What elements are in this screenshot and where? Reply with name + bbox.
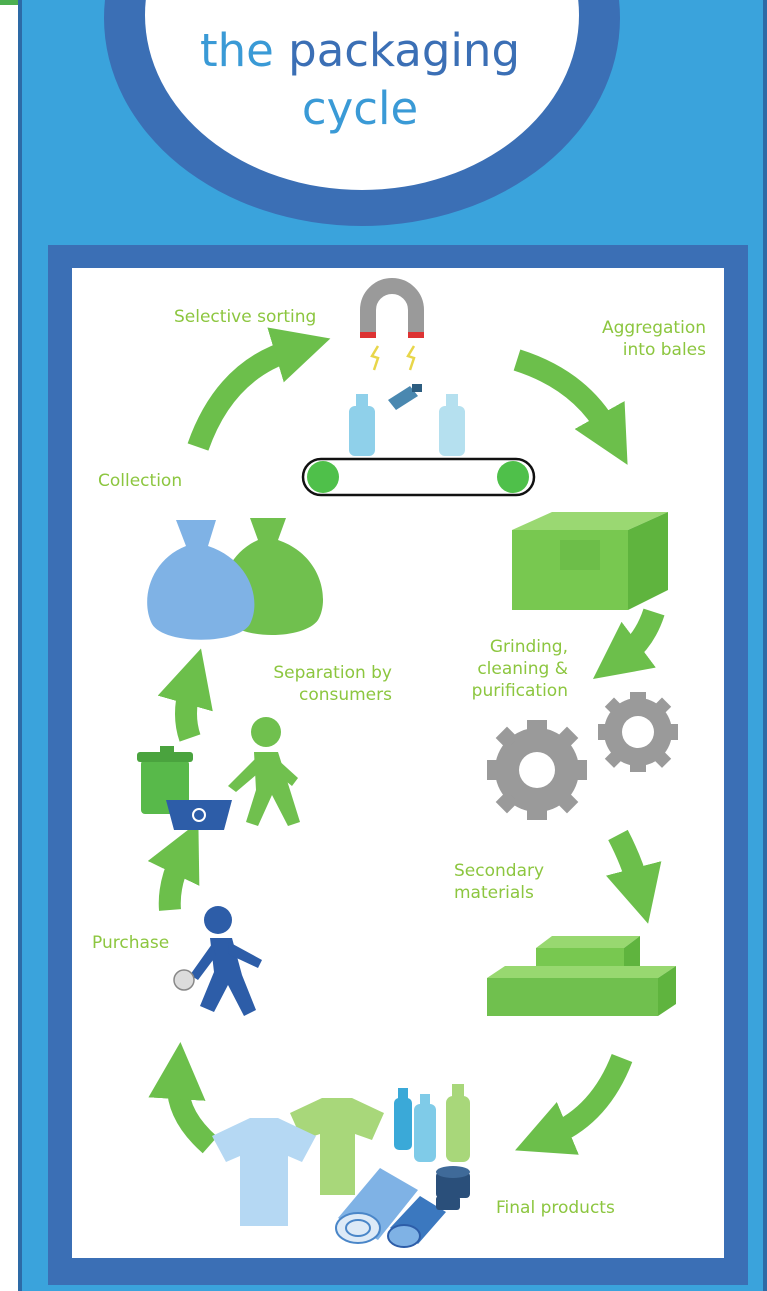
arrow-icon — [515, 1053, 633, 1155]
step-label-aggregation-line2: into bales — [622, 340, 706, 360]
step-label-secondary-line1: Secondary — [454, 861, 545, 881]
step-label-grinding-line1: Grinding, — [489, 637, 568, 657]
person-icon — [228, 717, 300, 826]
step-label-aggregation: Aggregation into bales — [560, 317, 706, 361]
gear-icon — [598, 692, 678, 772]
arrow-icon — [513, 349, 628, 465]
bottle-icon — [414, 1094, 436, 1162]
arrow-icon — [605, 829, 662, 924]
step-label-separation: Separation by consumers — [242, 662, 392, 706]
arrow-icon — [592, 608, 665, 680]
roll-icon — [387, 1196, 446, 1248]
arrow-icon — [157, 648, 213, 742]
tshirt-icon — [290, 1098, 384, 1195]
magnet-icon — [360, 278, 424, 371]
bottle-icon — [388, 384, 422, 410]
bottle-icon — [446, 1084, 470, 1162]
arrow-icon — [148, 1042, 218, 1154]
step-label-grinding-line2: cleaning & — [477, 659, 568, 679]
step-label-separation-line2: consumers — [298, 685, 392, 705]
step-label-purchase: Purchase — [92, 933, 170, 953]
title-word-the: the — [199, 24, 274, 77]
bale-icon — [512, 512, 668, 610]
step-label-aggregation-line1: Aggregation — [601, 318, 706, 338]
gear-icon — [487, 720, 587, 820]
right-edge — [763, 0, 767, 1291]
title-word-packaging: packaging — [288, 24, 521, 77]
step-label-secondary-line2: materials — [454, 883, 534, 903]
conveyor-belt-icon — [301, 457, 536, 497]
step-label-grinding-line3: purification — [471, 681, 568, 701]
arrow-icon — [147, 821, 200, 911]
step-label-secondary-materials: Secondary materials — [454, 860, 544, 904]
step-label-grinding: Grinding, cleaning & purification — [450, 636, 568, 702]
roll-icon — [436, 1166, 470, 1210]
bottle-icon — [349, 394, 375, 456]
left-edge — [18, 0, 22, 1291]
step-label-final-products: Final products — [496, 1198, 615, 1218]
title-word-cycle: cycle — [301, 82, 419, 135]
page-title: the packaging cycle — [180, 22, 540, 138]
block-icon — [487, 966, 676, 1016]
bin-icon — [166, 800, 232, 830]
person-icon — [173, 906, 262, 1016]
step-label-collection: Collection — [98, 471, 183, 491]
tshirt-icon — [212, 1118, 316, 1226]
step-label-separation-line1: Separation by — [273, 663, 392, 683]
roll-icon — [335, 1168, 418, 1244]
step-label-selective-sorting: Selective sorting — [174, 307, 317, 327]
bag-icon — [147, 520, 255, 640]
bottle-icon — [394, 1088, 412, 1150]
bottle-icon — [439, 394, 465, 456]
arrow-icon — [187, 327, 331, 451]
